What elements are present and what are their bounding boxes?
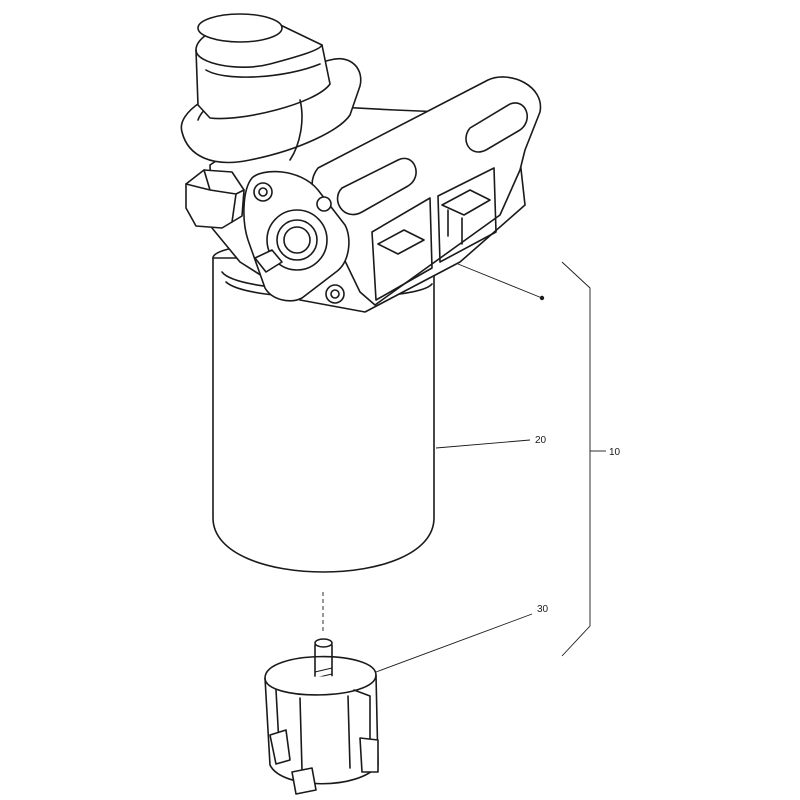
leader-lines (322, 261, 606, 673)
top-cap (180, 13, 362, 164)
reference-dot (539, 295, 545, 301)
filter-head (209, 76, 542, 313)
water-sensor (264, 638, 379, 795)
callout-filter-cartridge: 20 (535, 435, 547, 446)
callout-water-sensor: 30 (537, 604, 549, 615)
hex-bolt (185, 169, 245, 229)
callout-assembly: 10 (609, 447, 621, 458)
